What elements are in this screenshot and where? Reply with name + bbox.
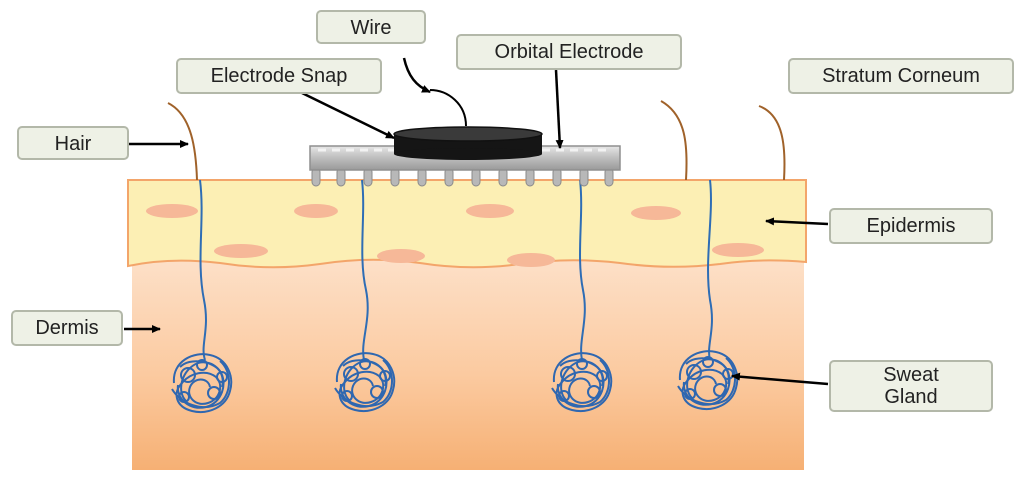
sweat-gland — [551, 352, 613, 412]
label-dermis: Dermis — [11, 310, 123, 346]
epidermis-layer — [127, 179, 807, 269]
electrode-spikes — [311, 167, 614, 187]
label-stratum-corneum: Stratum Corneum — [788, 58, 1014, 94]
label-orbital-electrode-text: Orbital Electrode — [494, 41, 644, 63]
sweat-duct — [579, 179, 586, 361]
label-stratum-corneum-text: Stratum Corneum — [822, 65, 980, 87]
label-sweat-gland: Sweat Gland — [829, 360, 993, 412]
label-hair-text: Hair — [54, 133, 92, 155]
arrow-orbital-electrode — [554, 69, 564, 149]
label-sweat-gland-line1: Sweat — [883, 364, 939, 386]
arrow-electrode-snap — [299, 90, 395, 140]
hair-strand — [167, 102, 198, 181]
label-epidermis: Epidermis — [829, 208, 993, 244]
sweat-duct — [361, 179, 369, 361]
label-orbital-electrode: Orbital Electrode — [456, 34, 682, 70]
hair-strand — [758, 105, 786, 181]
leader-arrows — [124, 57, 829, 386]
label-hair: Hair — [17, 126, 129, 160]
hairs — [167, 100, 786, 181]
label-dermis-text: Dermis — [35, 317, 99, 339]
label-wire: Wire — [316, 10, 426, 44]
wire — [429, 89, 467, 127]
label-epidermis-text: Epidermis — [866, 215, 956, 237]
dermis-layer — [132, 258, 804, 470]
electrode-snap — [393, 126, 543, 160]
sweat-glands — [171, 350, 739, 413]
arrow-wire — [402, 57, 431, 94]
label-electrode-snap: Electrode Snap — [176, 58, 382, 94]
sweat-gland — [171, 353, 233, 413]
label-sweat-gland-line2: Gland — [884, 386, 938, 408]
sweat-gland — [677, 350, 739, 410]
label-electrode-snap-text: Electrode Snap — [210, 65, 348, 87]
sweat-duct — [199, 179, 207, 361]
orbital-electrode — [309, 126, 621, 187]
arrow-epidermis — [765, 217, 829, 226]
label-wire-text: Wire — [350, 17, 392, 39]
sweat-ducts — [199, 179, 713, 361]
epidermis-cells — [146, 204, 764, 267]
hair-strand — [660, 100, 688, 181]
sweat-duct — [707, 179, 713, 361]
sweat-gland — [334, 352, 396, 412]
arrow-sweat-gland — [731, 372, 829, 386]
